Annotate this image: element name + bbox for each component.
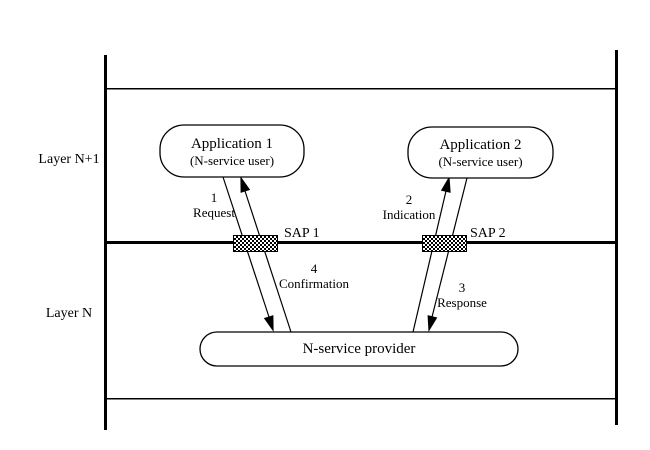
application-2-title: Application 2 xyxy=(439,137,522,153)
confirmation-arrow-line xyxy=(244,190,292,333)
application-1-title: Application 1 xyxy=(190,135,274,152)
application-1-text: Application 1 (N-service user) xyxy=(160,125,304,177)
provider-box xyxy=(199,331,519,367)
message-2-indication: 2 Indication xyxy=(354,192,464,222)
application-1-box xyxy=(159,124,305,178)
provider-title: N-service provider xyxy=(302,341,416,357)
application-2-box xyxy=(407,126,554,179)
sap2-connector xyxy=(422,235,467,252)
message-4-confirmation: 4 Confirmation xyxy=(259,261,369,291)
message-4-label: Confirmation xyxy=(278,276,350,291)
sap2-label: SAP 2 xyxy=(470,226,506,241)
message-2-label: Indication xyxy=(382,207,436,222)
message-4-number: 4 xyxy=(310,261,318,276)
message-2-number: 2 xyxy=(405,192,413,207)
message-1-number: 1 xyxy=(210,190,218,205)
request-arrowhead xyxy=(263,315,274,332)
application-2-subtitle: (N-service user) xyxy=(438,154,523,169)
sap1-label: SAP 1 xyxy=(284,226,320,241)
message-1-request: 1 Request xyxy=(159,190,269,220)
indication-arrow-line xyxy=(412,190,447,333)
application-2-text: Application 2 (N-service user) xyxy=(408,127,553,178)
message-3-response: 3 Response xyxy=(407,280,517,310)
response-arrowhead xyxy=(427,315,438,332)
provider-text: N-service provider xyxy=(200,332,518,366)
message-1-label: Request xyxy=(193,205,235,220)
confirmation-arrowhead xyxy=(240,176,251,193)
layer-upper-label: Layer N+1 xyxy=(38,152,100,167)
message-3-label: Response xyxy=(437,295,487,310)
layer-lower-label: Layer N xyxy=(45,306,93,321)
indication-arrowhead xyxy=(440,176,451,193)
application-1-subtitle: (N-service user) xyxy=(189,152,275,168)
message-3-number: 3 xyxy=(458,280,466,295)
sap1-connector xyxy=(233,235,278,252)
